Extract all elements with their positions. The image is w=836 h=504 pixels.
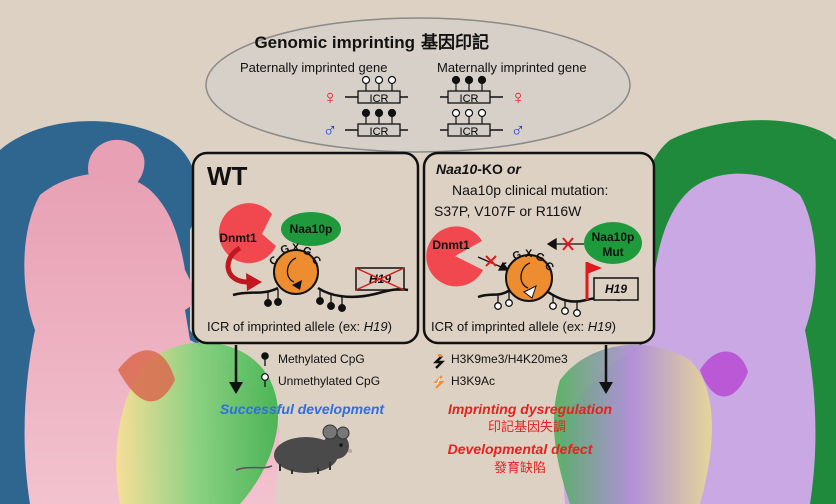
ko-title: Naa10-KO or [436,161,522,177]
nucleosome-letter: G [279,243,291,257]
legend-h3k9ac: H3K9Ac [451,374,495,388]
legend: Methylated CpG Unmethylated CpG H3K9me3/… [261,352,568,389]
outcome-success: Successful development [220,401,386,417]
header-title-en: Genomic imprinting [254,33,415,52]
dnmt1-shape [426,226,483,287]
dnmt1-binding-arrow [225,245,249,285]
mouse-icon [235,424,352,474]
h19-gene-active: H19 [593,277,639,301]
legend-h3k9me3: H3K9me3/H4K20me3 [451,352,568,366]
male-symbol-right: ♂ [511,120,526,142]
dna-strand [232,286,279,297]
paternal-label: Paternally imprinted gene [240,60,387,75]
naa10p-label: Naa10p [290,222,333,236]
naa10p-mut-shape [584,222,642,264]
ko-line2: Naa10p clinical mutation: [452,182,608,198]
nucleosome-letter: G [511,249,523,263]
maternal-female-allele: ICR [440,75,503,105]
right-silhouettes [553,120,836,504]
paternal-male-allele: ICR [345,108,408,138]
dnmt1-label: Dnmt1 [219,231,257,245]
active-promoter-flag [585,262,602,300]
ko-line3: S37P, V107F or R116W [434,203,582,219]
nucleosome-letter: G [301,245,313,259]
header-title-zh: 基因印記 [420,32,489,52]
wt-panel: WT Dnmt1 Naa10p C G X G C [191,151,420,345]
unmethylated-cpg-icon [261,373,269,387]
outcome-dysregulation-en: Imprinting dysregulation [448,401,612,417]
dnmt1-label: Dnmt1 [432,238,470,252]
icr-label: ICR [370,93,389,105]
nucleosome [505,254,553,302]
male-symbol-left: ♂ [323,120,338,142]
h3k9me3-icon [432,353,446,369]
icr-label: ICR [370,126,389,138]
female-symbol-right: ♀ [511,87,526,109]
h19-gene-silenced: H19 [355,267,405,291]
unmethylated-cpg-marks [494,291,581,317]
naa10p-shape [281,212,341,246]
legend-methylated: Methylated CpG [278,352,365,366]
outcome-defect-zh: 發育缺陷 [494,460,546,475]
h3k9ac-icon [433,375,445,389]
wt-caption: ICR of imprinted allele (ex: H19) [207,319,392,334]
paternal-female-allele: ICR [345,75,408,105]
methylated-cpg-marks [264,289,346,312]
maternal-label: Maternally imprinted gene [437,60,587,75]
maternal-male-allele: ICR [440,108,503,138]
outcome-defect-en: Developmental defect [448,441,594,457]
outcome-arrows [229,345,613,394]
wt-title: WT [207,161,248,191]
female-symbol-left: ♀ [323,87,338,109]
icr-label: ICR [460,93,479,105]
naa10p-mut-label: Mut [602,245,623,259]
dnmt1-shape [218,203,276,264]
h19-label: H19 [605,282,627,296]
ko-caption: ICR of imprinted allele (ex: H19) [431,319,616,334]
icr-label: ICR [460,126,479,138]
nucleosome-letter: X [292,242,300,254]
outcome-dysregulation-zh: 印記基因失調 [488,419,566,434]
nucleosome [273,249,319,295]
nucleosome-letter: X [525,248,533,260]
methylated-cpg-icon [261,352,269,366]
legend-unmethylated: Unmethylated CpG [278,374,380,388]
nucleosome-letter: G [534,251,546,265]
imprinting-header: Genomic imprinting 基因印記 Paternally impri… [205,17,631,153]
dna-strand [477,288,511,299]
naa10p-label: Naa10p [592,230,635,244]
ko-panel: Naa10-KO or Naa10p clinical mutation: S3… [422,151,656,345]
